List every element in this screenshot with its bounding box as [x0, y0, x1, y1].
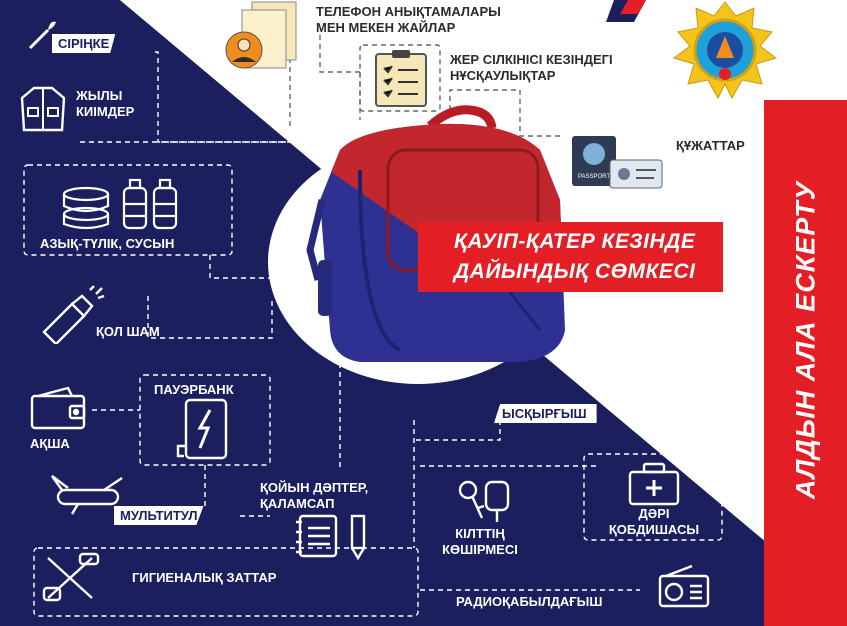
cans-icon: [62, 186, 110, 230]
contacts-file-icon: [225, 1, 297, 69]
multitool-icon: [51, 475, 123, 515]
match-icon: [28, 21, 56, 50]
title-line-2: ДАЙЫНДЫҚ СӨМКЕСІ: [454, 260, 696, 283]
label-radio: РАДИОҚАБЫЛДАҒЫШ: [456, 594, 603, 609]
connectors-right: [583, 453, 723, 541]
pencil-icon: [350, 514, 366, 560]
whistle-icon: [594, 376, 648, 412]
label-earthquake-instructions: ЖЕР СІЛКІНІСІ КЕЗІНДЕГІ НҰСҚАУЛЫҚТАР: [450, 52, 613, 83]
label-first-aid: ДӘРІ ҚОБДИШАСЫ: [608, 506, 700, 537]
keys-icon: [458, 480, 510, 522]
first-aid-icon: [628, 462, 680, 506]
passport-text: PASSPORT: [578, 174, 610, 180]
label-food-water: АЗЫҚ-ТҮЛІК, СУСЫН: [40, 236, 175, 251]
label-notebook-pen: ҚОЙЫН ДӘПТЕР, ҚАЛАМСАП: [260, 480, 369, 511]
wallet-icon: [30, 386, 86, 430]
label-matches: СІРІҢКЕ: [52, 34, 116, 53]
connectors-top: [289, 35, 560, 137]
title-banner: ҚАУІП-ҚАТЕР КЕЗІНДЕ ДАЙЫНДЫҚ СӨМКЕСІ: [418, 222, 723, 292]
label-documents: ҚҰЖАТТАР: [676, 138, 745, 153]
passport-icon: PASSPORT: [572, 136, 663, 189]
label-powerbank: ПАУЭРБАНК: [154, 382, 234, 397]
jacket-icon: [20, 86, 66, 132]
notebook-icon: [296, 514, 338, 558]
title-line-1: ҚАУІП-ҚАТЕР КЕЗІНДЕ: [454, 230, 696, 253]
label-multitool: МУЛЬТИТУЛ: [114, 506, 204, 525]
powerbank-icon: [176, 398, 228, 460]
label-hygiene: ГИГИЕНАЛЫҚ ЗАТТАР: [132, 570, 277, 585]
emblem-icon: [666, 0, 784, 100]
radio-icon: [658, 564, 710, 608]
hygiene-icon: [42, 552, 100, 602]
label-warm-clothes: ЖЫЛЫ КИІМДЕР: [76, 88, 135, 119]
bottles-icon: [122, 178, 178, 230]
label-phone-directory: ТЕЛЕФОН АНЫҚТАМАЛАРЫ МЕН МЕКЕН ЖАЙЛАР: [316, 4, 501, 35]
flashlight-icon: [42, 285, 105, 344]
side-banner-text: АЛДЫН АЛА ЕСКЕРТУ: [790, 180, 821, 500]
side-banner: [764, 100, 847, 626]
label-flashlight: ҚОЛ ШАМ: [96, 324, 160, 339]
clipboard-icon: [375, 50, 427, 107]
label-whistle: ЫСҚЫРҒЫШ: [494, 404, 597, 423]
label-money: АҚША: [30, 436, 70, 451]
label-spare-keys: КІЛТТІҢ КӨШІРМЕСІ: [442, 526, 518, 557]
